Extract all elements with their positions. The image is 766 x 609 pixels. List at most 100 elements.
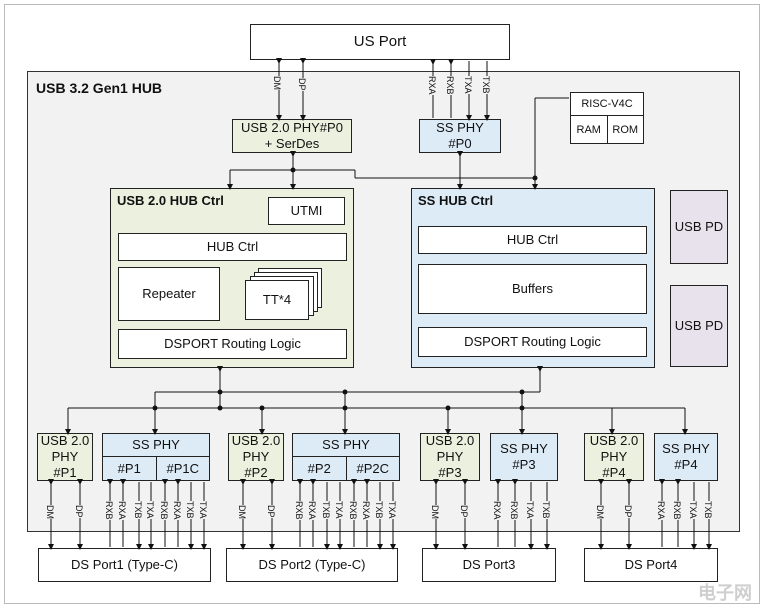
p4-sig-txb: TXB (703, 501, 713, 519)
hub-title: USB 3.2 Gen1 HUB (36, 80, 163, 96)
ds-port3-label: DS Port3 (462, 556, 516, 572)
p3-sig-rxb: RXB (509, 501, 519, 520)
ss-dsport-routing-label: DSPORT Routing Logic (464, 333, 601, 349)
p4-sig-txa: TXA (688, 501, 698, 519)
p2c-sig-txa: TXA (387, 501, 397, 519)
ss-phy-p1-c: #P1C (166, 461, 200, 476)
usb-pd-1-label: USB PD (674, 218, 724, 234)
p2-sig-txa: TXA (334, 501, 344, 519)
repeater: Repeater (118, 267, 220, 321)
usb-pd-2-label: USB PD (674, 317, 724, 333)
risc-v4c: RISC-V4C RAM ROM (570, 92, 644, 144)
usb-pd-2: USB PD (670, 285, 728, 367)
p1-sig-dm: DM (45, 505, 55, 519)
p2-sig-rxb: RXB (294, 501, 304, 520)
buffers-label: Buffers (512, 280, 553, 296)
usb2-phy-p0-label: USB 2.0 PHY#P0 + SerDes (241, 119, 343, 151)
p4-sig-dm: DM (595, 505, 605, 519)
ss-phy-p2: SS PHY #P2 #P2C (292, 433, 400, 481)
us-sig-dp: DP (297, 78, 307, 91)
p3-sig-txb: TXB (541, 501, 551, 519)
watermark: 电子网 (698, 583, 752, 603)
usb2-dsport-routing: DSPORT Routing Logic (118, 329, 347, 359)
usb2-phy-p2: USB 2.0 PHY #P2 (228, 433, 284, 481)
p4-sig-rxa: RXA (656, 501, 666, 520)
usb2-hub-ctrl-title: USB 2.0 HUB Ctrl (117, 193, 224, 208)
usb2-phy-p2-label: USB 2.0 PHY #P2 (231, 432, 281, 481)
p2-sig-rxa: RXA (307, 501, 317, 520)
us-sig-rxb: RXB (445, 76, 455, 95)
usb2-dsport-routing-label: DSPORT Routing Logic (164, 335, 301, 351)
utmi: UTMI (268, 197, 345, 225)
usb-pd-1: USB PD (670, 190, 728, 264)
p3-sig-dp: DP (459, 505, 469, 518)
repeater-label: Repeater (142, 285, 196, 301)
tt-label: TT*4 (262, 291, 292, 307)
ss-phy-p0: SS PHY #P0 (419, 119, 501, 153)
p2c-sig-rxb: RXB (348, 501, 358, 520)
p3-sig-rxa: RXA (492, 501, 502, 520)
rom: ROM (612, 124, 639, 136)
risc-v4c-title: RISC-V4C (571, 93, 643, 116)
p1-sig-txa: TXA (145, 501, 155, 519)
p1c-sig-txb: TXB (185, 501, 195, 519)
ds-port2: DS Port2 (Type-C) (226, 548, 398, 582)
p1-sig-rxb: RXB (104, 501, 114, 520)
ds-port4-label: DS Port4 (624, 556, 678, 572)
ss-phy-p1: SS PHY #P1 #P1C (102, 433, 210, 481)
us-sig-rxa: RXA (427, 76, 437, 95)
buffers: Buffers (418, 264, 647, 314)
p1c-sig-txa: TXA (198, 501, 208, 519)
us-sig-dm: DM (272, 76, 282, 90)
p2-sig-txb: TXB (321, 501, 331, 519)
ss-phy-p1-title: SS PHY (103, 434, 209, 457)
usb2-phy-p4: USB 2.0 PHY #P4 (584, 433, 644, 481)
ss-hub-ctrl-block: HUB Ctrl (418, 226, 647, 254)
frame (4, 4, 760, 604)
usb2-phy-p4-label: USB 2.0 PHY #P4 (589, 432, 639, 481)
ss-dsport-routing: DSPORT Routing Logic (418, 327, 647, 357)
ram: RAM (571, 116, 608, 144)
ds-port2-label: DS Port2 (Type-C) (258, 556, 366, 572)
p2-sig-dp: DP (266, 505, 276, 518)
usb2-phy-p1-label: USB 2.0 PHY #P1 (40, 432, 90, 481)
us-port: US Port (250, 24, 510, 60)
us-sig-txa: TXA (463, 76, 473, 94)
ss-phy-p1-a: #P1 (103, 457, 157, 481)
us-port-label: US Port (353, 32, 407, 50)
ds-port1-label: DS Port1 (Type-C) (71, 556, 178, 572)
usb2-phy-p1: USB 2.0 PHY #P1 (37, 433, 93, 481)
utmi-label: UTMI (290, 202, 323, 218)
ss-phy-p3-label: SS PHY #P3 (500, 440, 548, 472)
usb2-hub-ctrl-block: HUB Ctrl (118, 233, 347, 261)
p3-sig-txa: TXA (525, 501, 535, 519)
p1c-sig-rxb: RXB (159, 501, 169, 520)
p1-sig-rxa: RXA (117, 501, 127, 520)
p2c-sig-txb: TXB (374, 501, 384, 519)
p1c-sig-rxa: RXA (172, 501, 182, 520)
ss-phy-p2-c: #P2C (356, 461, 390, 476)
us-sig-txb: TXB (481, 76, 491, 94)
p1-sig-dp: DP (74, 505, 84, 518)
usb2-phy-p0: USB 2.0 PHY#P0 + SerDes (232, 119, 352, 153)
ss-hub-ctrl-title: SS HUB Ctrl (418, 193, 494, 208)
p4-sig-dp: DP (623, 505, 633, 518)
p2-sig-dm: DM (237, 505, 247, 519)
usb2-hub-ctrl-block-label: HUB Ctrl (206, 238, 259, 254)
ss-hub-ctrl-block-label: HUB Ctrl (506, 231, 559, 247)
p4-sig-rxb: RXB (672, 501, 682, 520)
p3-sig-dm: DM (430, 505, 440, 519)
ds-port4: DS Port4 (584, 548, 718, 582)
ds-port3: DS Port3 (422, 548, 556, 582)
usb2-phy-p3-label: USB 2.0 PHY #P3 (425, 432, 475, 481)
ss-phy-p2-title: SS PHY (293, 434, 399, 457)
ss-phy-p0-label: SS PHY #P0 (436, 119, 484, 151)
ss-phy-p4-label: SS PHY #P4 (662, 440, 710, 472)
tt: TT*4 (245, 280, 309, 320)
ss-phy-p2-a: #P2 (293, 457, 347, 481)
p1-sig-txb: TXB (133, 501, 143, 519)
ss-phy-p3: SS PHY #P3 (490, 433, 558, 481)
p2c-sig-rxa: RXA (361, 501, 371, 520)
ds-port1: DS Port1 (Type-C) (38, 548, 211, 582)
